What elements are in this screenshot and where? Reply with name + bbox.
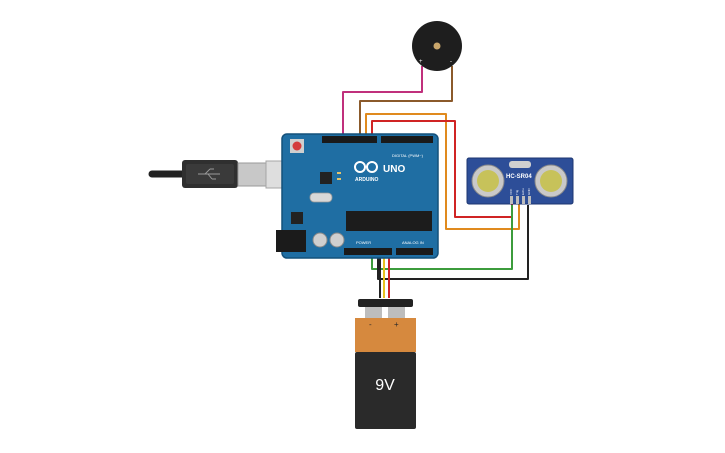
digital-header-right[interactable] <box>381 136 433 143</box>
power-label: POWER <box>356 240 371 245</box>
wire-green[interactable] <box>371 205 513 270</box>
crystal <box>309 192 333 203</box>
battery-label: 9V <box>375 377 395 394</box>
analog-label: ANALOG IN <box>402 240 424 245</box>
battery-minus: - <box>369 320 372 329</box>
wire-magenta[interactable] <box>342 66 423 139</box>
usb-plug-metal <box>237 162 267 187</box>
pin-echo[interactable] <box>522 196 525 204</box>
pin-label-vcc: VCC <box>509 188 513 195</box>
wire-black[interactable] <box>377 205 529 280</box>
piezo-buzzer[interactable]: + - <box>412 21 462 71</box>
transducer-right-mesh <box>540 170 562 192</box>
pin-trig[interactable] <box>516 196 519 204</box>
arduino-logo-icon <box>354 161 378 173</box>
atmega-chip <box>346 211 432 231</box>
pin-gnd[interactable] <box>528 196 531 204</box>
pin-label-trig: Trig <box>515 190 519 195</box>
sensor-pins[interactable] <box>510 196 531 204</box>
usb-chip <box>320 172 332 184</box>
power-header[interactable] <box>344 248 392 255</box>
battery-snap <box>358 299 413 307</box>
battery-terminal-left <box>365 307 382 318</box>
pin-label-echo: Echo <box>521 188 525 195</box>
battery-terminal-right <box>388 307 405 318</box>
battery-body <box>355 352 416 429</box>
usb-cable[interactable] <box>148 160 304 189</box>
power-jack[interactable] <box>276 230 306 252</box>
buzzer-minus: - <box>450 59 452 65</box>
sensor-pin-labels: VCC Trig Echo GND <box>509 188 531 196</box>
arduino-board[interactable]: ARDUINO UNO DIGITAL (PWM~) POWER ANALOG … <box>276 133 439 259</box>
sensor-model: HC-SR04 <box>506 174 532 180</box>
buzzer-plus: + <box>419 59 423 65</box>
wire-brown[interactable] <box>359 66 453 139</box>
model-text: UNO <box>383 164 405 175</box>
ultrasonic-sensor[interactable]: HC-SR04 VCC Trig Echo GND <box>466 157 574 205</box>
digital-header-left[interactable] <box>322 136 377 143</box>
battery-plus: + <box>394 320 399 329</box>
sensor-crystal <box>509 161 531 168</box>
wire-orange[interactable] <box>365 113 520 230</box>
brand-text: ARDUINO <box>355 177 378 183</box>
usb-icon <box>198 168 220 180</box>
reset-button[interactable] <box>292 141 302 151</box>
wires <box>342 66 529 298</box>
transducer-left-mesh <box>477 170 499 192</box>
led-rx <box>337 178 341 180</box>
small-chip <box>291 212 303 224</box>
pin-vcc[interactable] <box>510 196 513 204</box>
led-tx <box>337 172 341 174</box>
capacitor-1 <box>312 232 328 248</box>
battery-top <box>355 318 416 352</box>
battery-9v[interactable]: - + 9V <box>355 299 416 429</box>
buzzer-center <box>433 42 441 50</box>
digital-label: DIGITAL (PWM~) <box>392 153 424 158</box>
capacitor-2 <box>329 232 345 248</box>
pin-label-gnd: GND <box>527 188 531 196</box>
analog-header[interactable] <box>396 248 433 255</box>
